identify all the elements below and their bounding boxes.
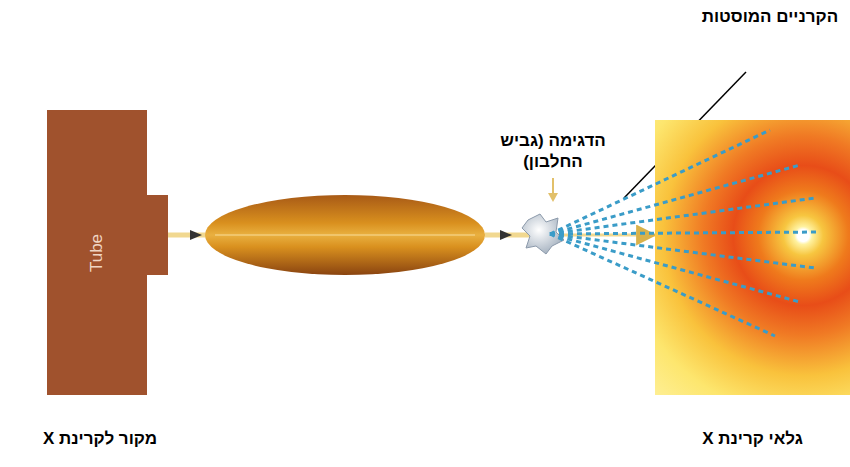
sample-label: הדגימה (גביש החלבון): [478, 130, 628, 172]
tube-name: Tube: [87, 233, 107, 271]
pointer-arrow-head: [548, 193, 558, 202]
tube-nozzle: [146, 195, 168, 275]
x-ray-detector: גלאי קרינת X: [655, 120, 850, 395]
x-ray-tube: Tubeמקור לקרינת X: [47, 110, 147, 395]
beam-arrow: [190, 230, 202, 240]
collimator: [205, 195, 485, 275]
beam-core: [215, 234, 475, 236]
beam-arrow: [500, 230, 512, 240]
rays-label: הקרניים המוסטות: [700, 6, 840, 27]
protein-crystal: [522, 214, 564, 254]
source-label: מקור לקרינת X: [5, 428, 195, 449]
detector-label: גלאי קרינת X: [655, 428, 850, 449]
